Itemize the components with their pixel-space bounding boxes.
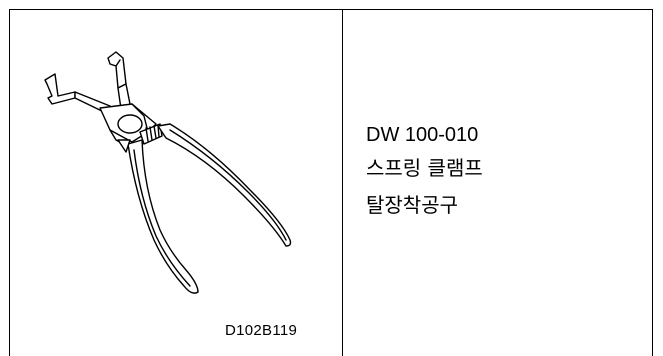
spring-clamp-pliers-icon — [44, 51, 292, 294]
tool-name-line1: 스프링 클램프 — [366, 156, 483, 180]
tool-name-line2: 탈장착공구 — [366, 193, 458, 217]
part-number: DW 100-010 — [366, 124, 479, 146]
tool-table — [9, 9, 653, 356]
tool-info: DW 100-010 스프링 클램프 탈장착공구 — [366, 120, 483, 224]
column-divider — [342, 9, 343, 356]
figure-code: D102B119 — [225, 322, 298, 339]
